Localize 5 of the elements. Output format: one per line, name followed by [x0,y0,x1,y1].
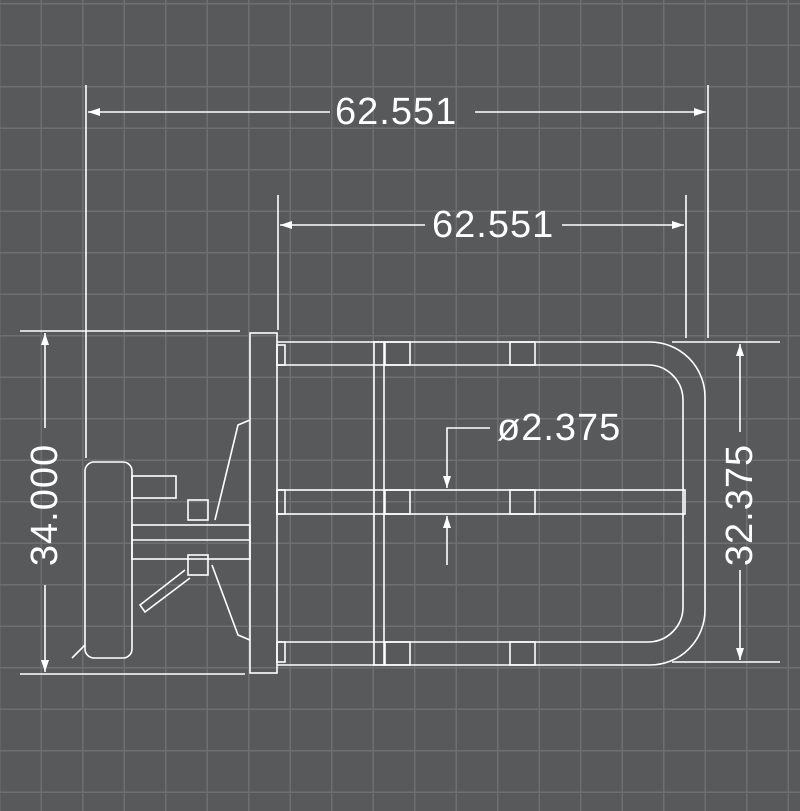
dimension-label: ø2.375 [497,408,622,448]
dimension-label: 62.551 [335,92,458,132]
dimension-label: 34.000 [25,444,66,566]
dimension-label: 62.551 [432,205,554,245]
dimension-label: 32.375 [720,444,760,566]
